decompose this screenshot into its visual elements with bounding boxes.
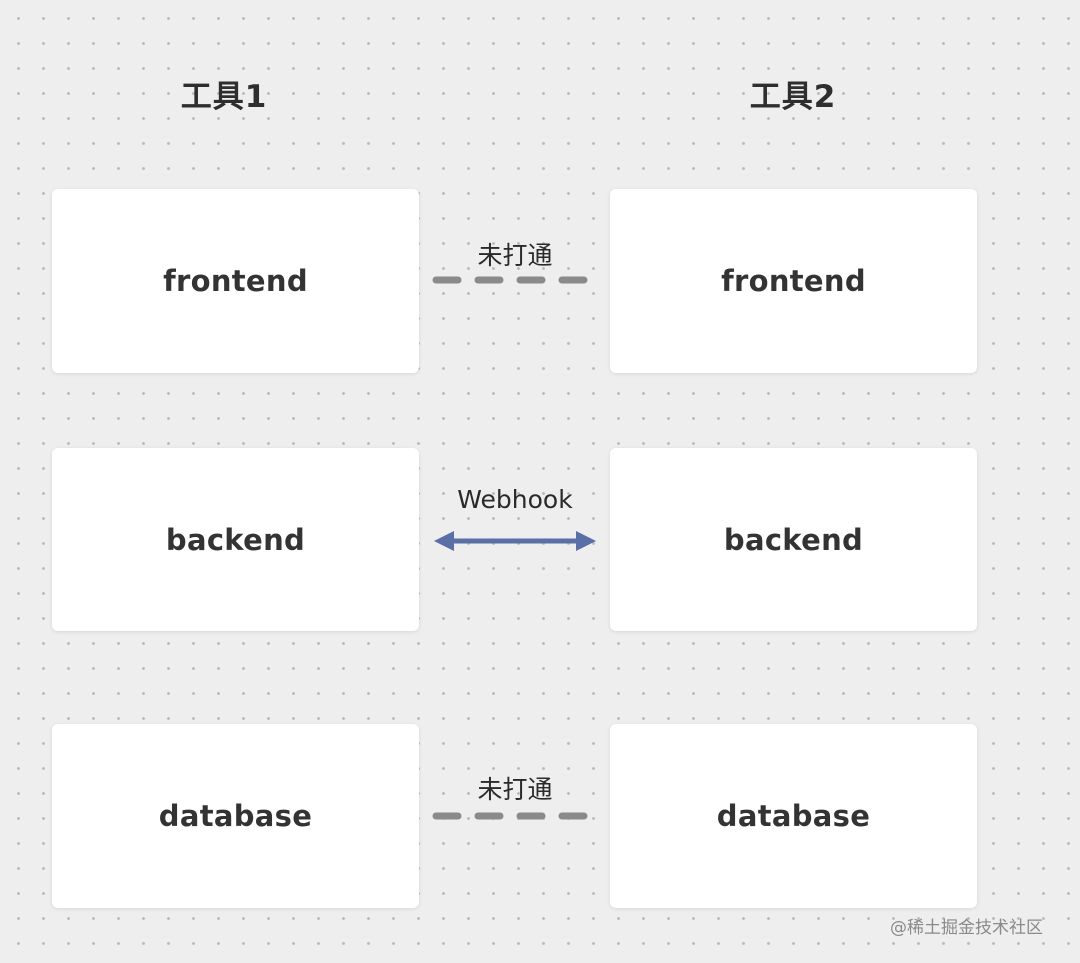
tool1-database-label: database <box>158 799 313 833</box>
frontend-connector-label: 未打通 <box>477 241 553 270</box>
frontend-dashed-connector <box>432 276 598 284</box>
watermark: @稀土掘金技术社区 <box>890 918 1043 938</box>
tool2-frontend-label: frontend <box>721 264 866 298</box>
database-dashed-connector <box>432 812 598 820</box>
tool1-database-box: database <box>52 724 419 908</box>
tool1-backend-box: backend <box>52 448 419 631</box>
tool1-frontend-label: frontend <box>163 264 308 298</box>
tool1-frontend-box: frontend <box>52 189 419 373</box>
backend-connector-label: Webhook <box>457 485 573 514</box>
tool2-database-label: database <box>716 799 871 833</box>
tool1-backend-label: backend <box>165 522 306 557</box>
column-title-tool-1: 工具1 <box>180 79 268 115</box>
tool2-backend-box: backend <box>610 448 977 631</box>
column-title-tool-2: 工具2 <box>749 79 837 115</box>
tool2-database-box: database <box>610 724 977 908</box>
database-connector-label: 未打通 <box>477 775 553 804</box>
tool2-frontend-box: frontend <box>610 189 977 373</box>
webhook-double-arrow <box>434 531 596 551</box>
tool2-backend-label: backend <box>723 522 864 557</box>
